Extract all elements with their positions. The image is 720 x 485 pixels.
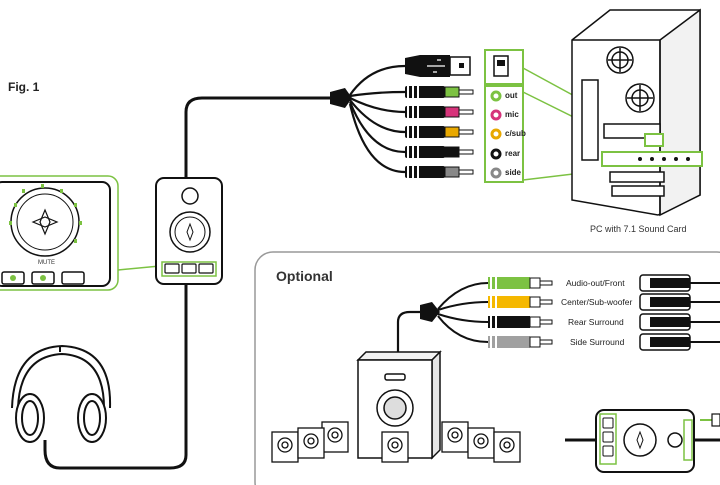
headset-cable xyxy=(43,282,188,470)
subwoofer xyxy=(356,350,442,460)
optional-label-center: Center/Sub-woofer xyxy=(561,297,633,307)
satellite-speakers xyxy=(271,421,521,463)
optional-splitter xyxy=(420,302,440,322)
optional-plug-front xyxy=(488,277,553,289)
headphones xyxy=(11,344,112,443)
optional-fan-cables xyxy=(437,282,489,343)
control-unit-zoom xyxy=(0,175,119,291)
optional-plug-center xyxy=(488,296,553,308)
audio-plug-csub xyxy=(405,126,474,138)
port-label-rear: rear xyxy=(505,149,521,158)
optional-title: Optional xyxy=(276,268,333,284)
optional-label-rear: Rear Surround xyxy=(568,317,624,327)
optional-panel xyxy=(254,251,720,485)
port-label-out: out xyxy=(505,91,518,100)
mute-label: MUTE xyxy=(38,260,55,266)
main-cable xyxy=(184,96,330,208)
port-label-mic: mic xyxy=(505,110,519,119)
optional-sockets xyxy=(639,274,720,351)
audio-plug-side xyxy=(405,166,474,178)
usb-port-box xyxy=(484,49,524,85)
port-jacks xyxy=(490,90,502,179)
optional-plug-side xyxy=(488,336,553,348)
audio-plug-mic xyxy=(405,106,474,118)
pc-caption: PC with 7.1 Sound Card xyxy=(590,224,687,234)
audio-plug-out xyxy=(405,86,474,98)
control-unit xyxy=(155,177,223,285)
cable-splitter xyxy=(330,88,352,108)
optional-label-side: Side Surround xyxy=(570,337,625,347)
optional-control-unit xyxy=(565,409,720,473)
port-label-csub: c/sub xyxy=(505,129,526,138)
figure-label: Fig. 1 xyxy=(8,80,40,94)
port-label-side: side xyxy=(505,168,522,177)
pc-tower xyxy=(571,8,703,217)
speaker-cable xyxy=(396,310,420,352)
optional-plug-rear xyxy=(488,316,553,328)
audio-plug-rear xyxy=(405,146,474,158)
usb-plug xyxy=(405,55,471,77)
optional-label-front: Audio-out/Front xyxy=(566,278,625,288)
zoom-callout xyxy=(117,265,161,271)
fan-cables xyxy=(348,64,406,174)
